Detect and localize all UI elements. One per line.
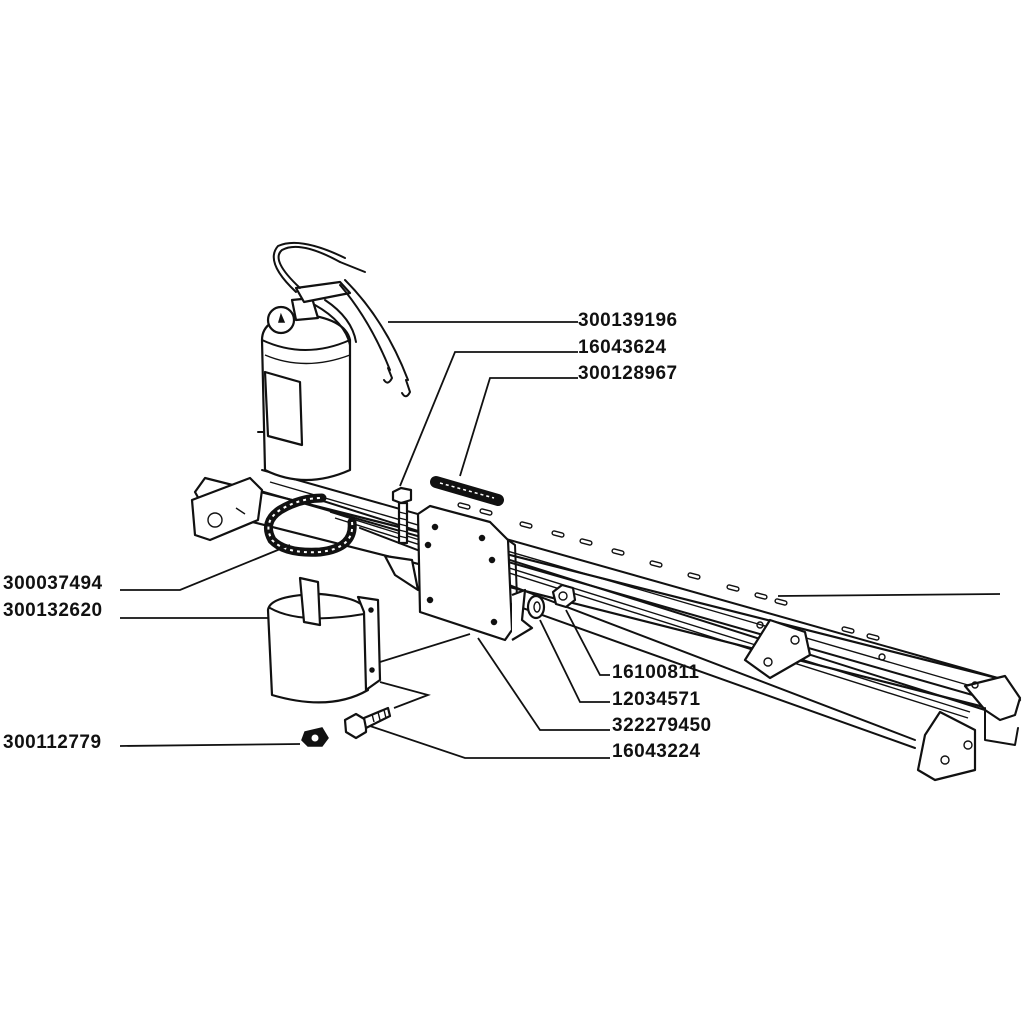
part-number-label-300128967: 300128967 xyxy=(578,363,678,384)
part-number-label-322279450: 322279450 xyxy=(612,715,712,736)
small-nut xyxy=(301,727,329,747)
beam-slots xyxy=(457,502,880,641)
washer xyxy=(526,594,546,620)
part-number-label-300132620: 300132620 xyxy=(3,600,103,621)
part-number-label-16100811: 16100811 xyxy=(612,662,700,683)
part-number-label-12034571: 12034571 xyxy=(612,689,701,710)
part-number-label-300037494: 300037494 xyxy=(3,573,103,594)
rubber-ring xyxy=(263,493,357,557)
mounting-plate xyxy=(383,504,534,642)
hex-nut xyxy=(551,583,577,609)
horizontal-bolt xyxy=(343,706,392,740)
part-number-label-16043624: 16043624 xyxy=(578,337,667,358)
part-number-label-300139196: 300139196 xyxy=(578,310,678,331)
clamp-band xyxy=(266,576,382,704)
leader-lines xyxy=(119,321,1001,759)
part-number-label-16043224: 16043224 xyxy=(612,741,701,762)
vertical-bolt xyxy=(391,486,413,545)
rubber-strip xyxy=(430,476,504,506)
fire-extinguisher xyxy=(260,241,411,482)
part-number-label-300112779: 300112779 xyxy=(3,732,102,753)
